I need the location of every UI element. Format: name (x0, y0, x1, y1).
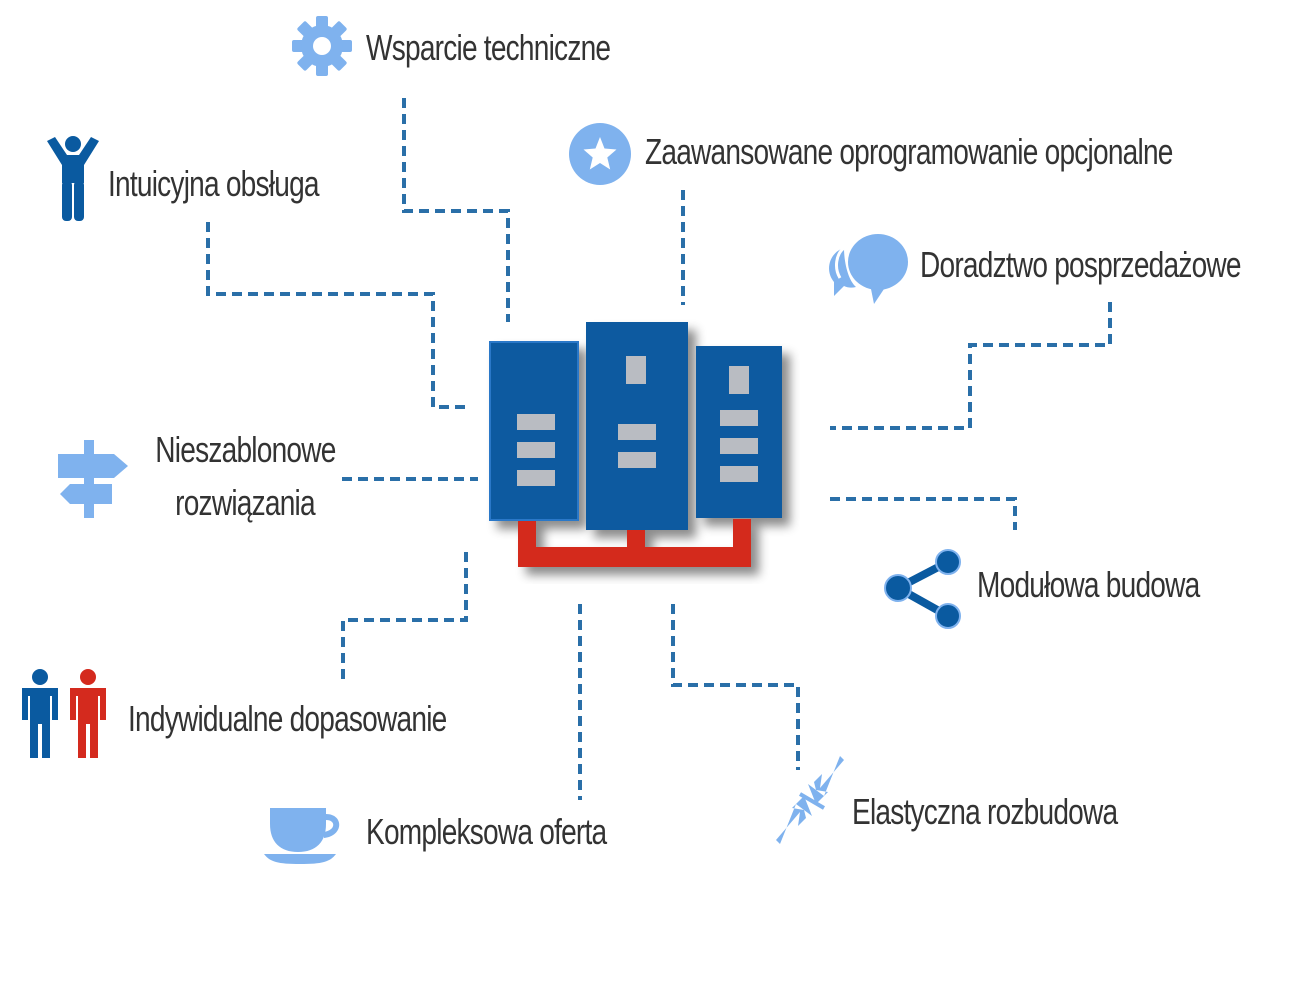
server-rack-icon (489, 322, 782, 567)
feature-label-wsparcie: Wsparcie techniczne (366, 27, 611, 68)
connector-intuicyjna (206, 222, 468, 409)
signpost-icon (58, 440, 128, 518)
feature-label-elastyczna: Elastyczna rozbudowa (852, 791, 1118, 832)
share-icon (884, 549, 961, 629)
gear-icon (292, 16, 352, 76)
feature-label-modulowa: Modułowa budowa (977, 564, 1200, 605)
connector-wsparcie (402, 98, 510, 322)
feature-label-nieszablonowe-line1: Nieszablonowe (155, 429, 336, 470)
feature-label-indywidualne: Indywidualne dopasowanie (128, 698, 447, 739)
connector-doradztwo (830, 302, 1112, 430)
feature-label-nieszablonowe-line2: rozwiązania (175, 482, 315, 523)
feature-label-doradztwo: Doradztwo posprzedażowe (920, 244, 1242, 285)
coffee-cup-icon (264, 808, 340, 864)
connector-indywidualne (341, 552, 468, 685)
connector-elastyczna (671, 604, 800, 770)
feature-label-intuicyjna: Intuicyjna obsługa (108, 163, 320, 204)
person-raised-arms-icon (47, 136, 99, 221)
chat-bubbles-icon (829, 234, 908, 304)
compress-arrows-icon (776, 756, 844, 844)
feature-label-kompleksowa: Kompleksowa oferta (366, 811, 607, 852)
star-badge-icon (569, 123, 631, 185)
connector-modulowa (830, 497, 1017, 530)
feature-label-zaawansowane: Zaawansowane oprogramowanie opcjonalne (645, 131, 1173, 172)
two-people-icon (22, 669, 106, 758)
